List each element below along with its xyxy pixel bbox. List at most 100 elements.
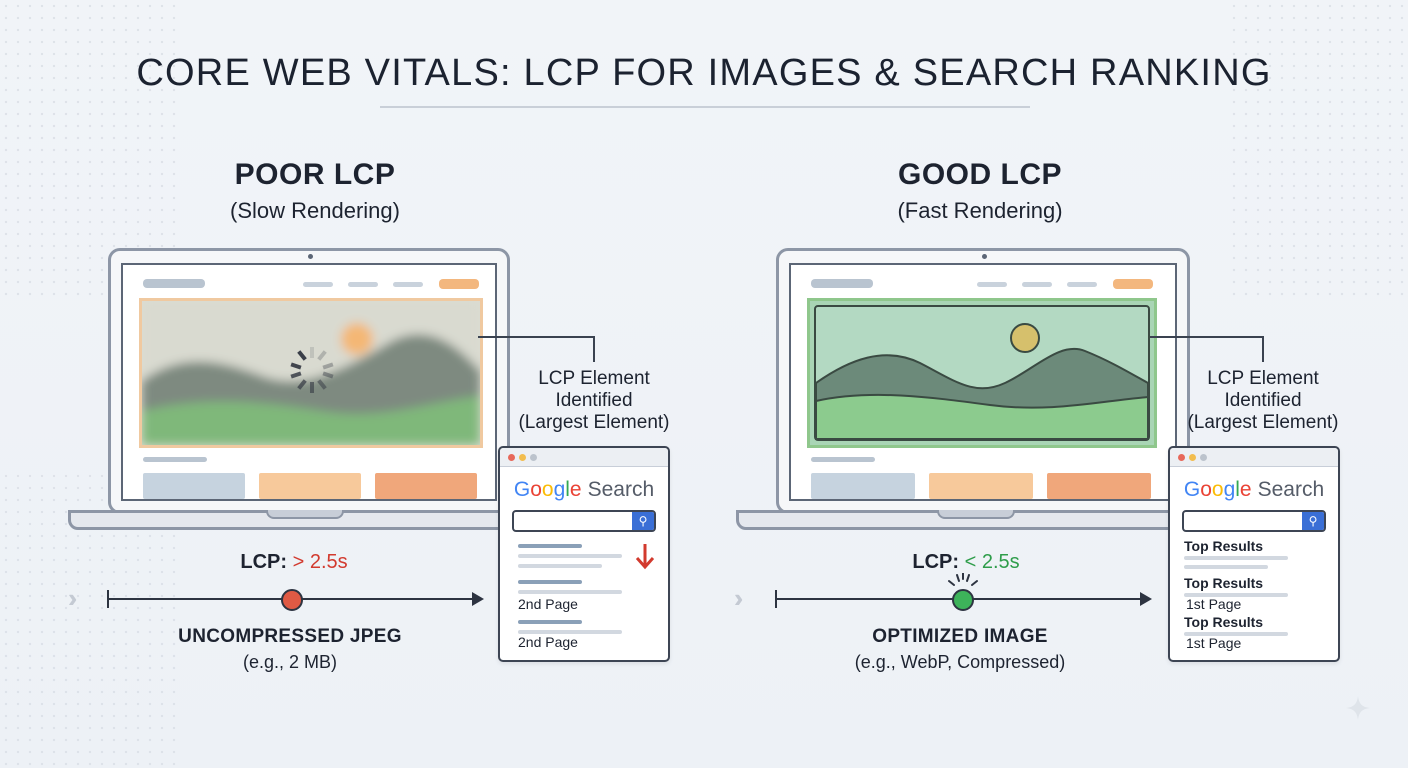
result-snippet-line	[518, 564, 602, 568]
result-snippet-line	[518, 590, 622, 594]
result-snippet-line	[1184, 593, 1288, 597]
nav-placeholder	[393, 282, 423, 287]
result-snippet-line	[1184, 565, 1268, 569]
page-title: CORE WEB VITALS: LCP FOR IMAGES & SEARCH…	[136, 52, 1272, 94]
nav-placeholder	[348, 282, 378, 287]
callout-line: LCP Element	[1207, 368, 1319, 389]
callout-connector	[593, 336, 595, 362]
sharp-hero-image	[807, 298, 1157, 448]
logo-placeholder	[143, 279, 205, 288]
result-page-label: 1st Page	[1186, 635, 1242, 651]
good-lcp-metric: LCP: < 2.5s	[912, 551, 1020, 573]
callout-connector	[1262, 336, 1264, 362]
blurry-landscape-illustration	[142, 301, 480, 445]
nav-placeholder	[1022, 282, 1052, 287]
close-dot-icon	[508, 454, 515, 461]
result-rank-label: Top Results	[1184, 575, 1264, 591]
result-page-label: 1st Page	[1186, 596, 1242, 612]
title-divider	[380, 106, 1030, 108]
poor-lcp-metric: LCP: > 2.5s	[240, 551, 348, 573]
blurry-hero-image	[139, 298, 483, 448]
window-titlebar	[500, 448, 668, 467]
result-snippet-line	[1184, 632, 1288, 636]
lcp-value-good: < 2.5s	[964, 551, 1020, 573]
decorative-dots-top-right	[1228, 0, 1408, 300]
camera-icon	[982, 254, 987, 259]
poor-heading: POOR LCP	[234, 158, 396, 191]
good-lcp-marker	[952, 589, 974, 611]
callout-line: (Largest Element)	[518, 412, 670, 433]
search-icon[interactable]: ⚲	[632, 512, 654, 530]
lcp-value-poor: > 2.5s	[292, 551, 348, 573]
poor-webpage	[121, 263, 497, 501]
sparkle-watermark-icon	[1346, 696, 1370, 720]
good-webpage	[789, 263, 1177, 501]
good-subheading: (Fast Rendering)	[897, 198, 1063, 223]
result-rank-label: Top Results	[1184, 538, 1264, 554]
result-title-line	[518, 544, 582, 548]
good-format-title: OPTIMIZED IMAGE	[872, 626, 1048, 647]
close-dot-icon	[1178, 454, 1185, 461]
maximize-dot-icon	[1200, 454, 1207, 461]
maximize-dot-icon	[530, 454, 537, 461]
result-title-line	[518, 580, 582, 584]
logo-placeholder	[811, 279, 873, 288]
card-placeholder	[811, 473, 915, 499]
good-format-subtitle: (e.g., WebP, Compressed)	[854, 652, 1066, 672]
callout-connector	[1150, 336, 1263, 338]
camera-icon	[308, 254, 313, 259]
cta-placeholder	[1113, 279, 1153, 289]
nav-placeholder	[977, 282, 1007, 287]
search-input[interactable]: ⚲	[1182, 510, 1326, 532]
section-heading-placeholder	[143, 457, 207, 462]
lcp-element-callout: LCP Element Identified (Largest Element)	[514, 368, 674, 434]
poor-format-title: UNCOMPRESSED JPEG	[178, 626, 402, 647]
poor-lcp-panel: POOR LCP (Slow Rendering)	[68, 158, 674, 672]
timeline-arrowhead	[1140, 592, 1152, 606]
callout-line: (Largest Element)	[1187, 412, 1339, 433]
poor-subheading: (Slow Rendering)	[230, 198, 400, 223]
card-placeholder	[375, 473, 477, 499]
chevrons-icon: ››	[734, 583, 746, 613]
loading-spinner-icon	[290, 347, 334, 393]
search-input[interactable]: ⚲	[512, 510, 656, 532]
card-placeholder	[1047, 473, 1151, 499]
result-rank-label: Top Results	[1184, 614, 1264, 630]
minimize-dot-icon	[1189, 454, 1196, 461]
result-snippet-line	[1184, 556, 1288, 560]
card-placeholder	[929, 473, 1033, 499]
cta-placeholder	[439, 279, 479, 289]
poor-laptop-screen	[108, 248, 510, 514]
result-snippet-line	[518, 630, 622, 634]
poor-format-subtitle: (e.g., 2 MB)	[242, 652, 338, 672]
section-heading-placeholder	[811, 457, 875, 462]
callout-line: LCP Element	[538, 368, 650, 389]
callout-line: Identified	[555, 390, 633, 411]
down-arrow-icon	[635, 544, 655, 570]
search-icon[interactable]: ⚲	[1302, 512, 1324, 530]
nav-placeholder	[1067, 282, 1097, 287]
laptop-notch	[266, 510, 344, 519]
callout-connector	[478, 336, 594, 338]
good-laptop-screen	[776, 248, 1190, 514]
result-page-label: 2nd Page	[518, 596, 578, 612]
result-page-label: 2nd Page	[518, 634, 578, 650]
laptop-notch	[937, 510, 1015, 519]
good-lcp-panel: GOOD LCP (Fast Rendering)	[734, 158, 1340, 672]
nav-placeholder	[303, 282, 333, 287]
callout-line: Identified	[1224, 390, 1302, 411]
card-placeholder	[259, 473, 361, 499]
good-heading: GOOD LCP	[897, 158, 1062, 191]
minimize-dot-icon	[519, 454, 526, 461]
card-placeholder	[143, 473, 245, 499]
poor-lcp-marker	[281, 589, 303, 611]
timeline-arrowhead	[472, 592, 484, 606]
result-snippet-line	[518, 554, 622, 558]
window-titlebar	[1170, 448, 1338, 467]
landscape-illustration	[814, 305, 1150, 441]
lcp-element-callout: LCP Element Identified (Largest Element)	[1183, 368, 1343, 434]
